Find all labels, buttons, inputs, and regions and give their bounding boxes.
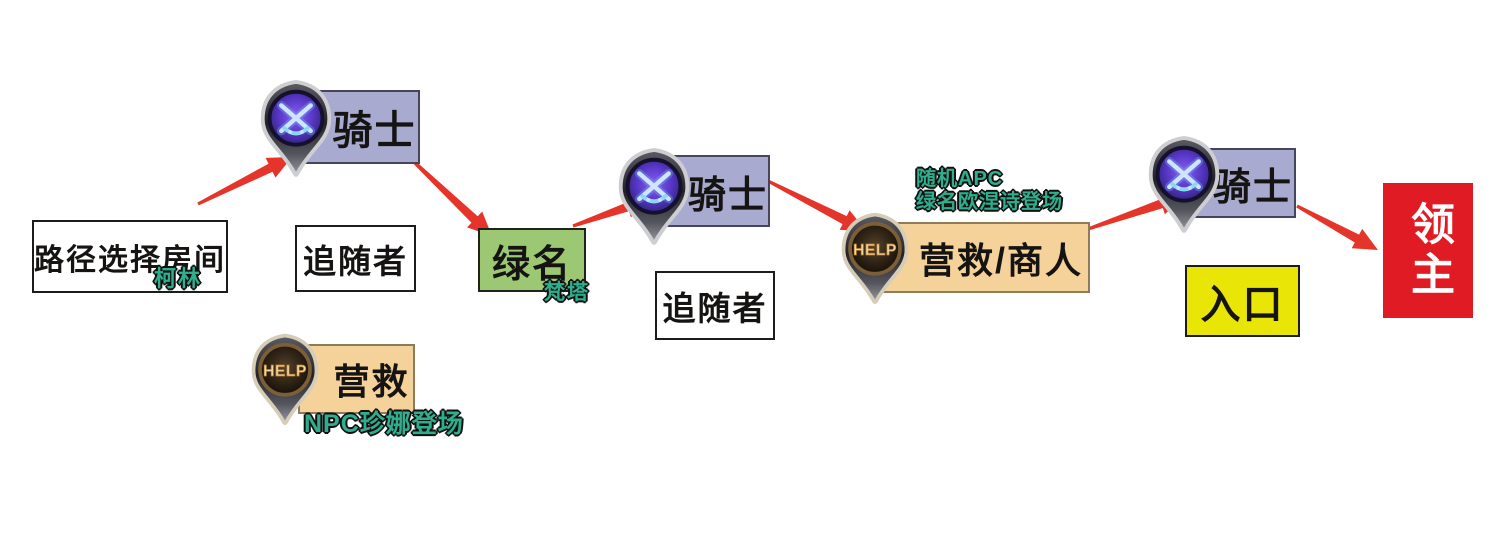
green-name-node-label: 绿名 [491,243,572,286]
route-arrow-knight1-to-green_name [410,158,492,236]
random-apc-note: 随机APC 绿名欧涅诗登场 [916,168,1063,214]
route-arrow-knight3-to-lord [1296,204,1378,250]
knight-node-3-box: 骑士 [1186,148,1296,218]
knight-node-1-label: 骑士 [332,109,417,153]
knight-node-2-label: 骑士 [688,174,769,217]
rescue-merchant-node-box: 营救/商人 [878,222,1090,293]
route-arrow-rescue_merchant-to-knight3 [1087,193,1184,231]
lord-node-box: 领主 [1383,183,1473,318]
follower-node-1-box: 追随者 [295,225,416,292]
rescue-merchant-node-label: 营救/商人 [918,239,1083,281]
lord-node-label: 领主 [1404,200,1453,301]
follower-node-2-label: 追随者 [662,289,768,327]
follower-node-2-box: 追随者 [655,271,775,340]
route-arrow-green_name-to-knight2 [572,196,650,228]
path-selection-room-box: 路径选择房间 柯林 [32,220,228,293]
green-name-node-box: 绿名 梵塔 [478,228,588,304]
rescue-node-label: 营救 [333,361,410,402]
npc-fanta-label: 梵塔 [544,281,590,304]
npc-kelin-label: 柯林 [153,266,202,291]
npc-zhenna-note: NPC珍娜登场 [304,410,464,439]
knight-node-2-box: 骑士 [660,155,770,227]
path-selection-room-label: 路径选择房间 [34,243,226,277]
route-arrow-path_room-to-knight1 [197,157,292,206]
route-arrow-knight2-to-rescue_merchant [767,179,866,231]
follower-node-1-label: 追随者 [303,242,408,280]
entrance-node-box: 入口 [1185,265,1300,337]
rescue-node-box: 营救 [298,344,415,414]
random-apc-note-line1: 随机APC [916,168,1004,190]
knight-node-3-label: 骑士 [1212,166,1293,209]
npc-zhenna-note-text: NPC珍娜登场 [304,410,464,438]
random-apc-note-line2: 绿名欧涅诗登场 [916,191,1063,213]
entrance-node-label: 入口 [1200,283,1285,327]
knight-node-1-box: 骑士 [299,90,420,164]
